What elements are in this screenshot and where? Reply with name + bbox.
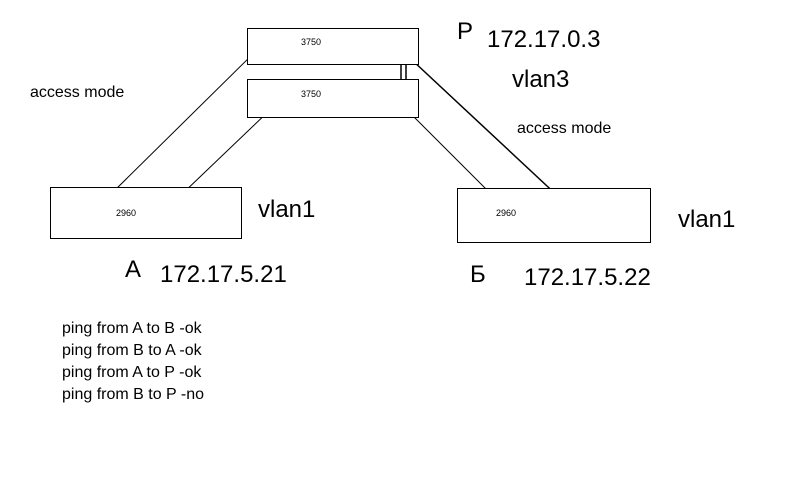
ping-results: ping from A to B -ok ping from B to A -o… [62,318,204,406]
switch-model-label: 2960 [116,208,137,218]
router-vlan: vlan3 [512,66,570,93]
host-b-ip: 172.17.5.22 [524,264,651,291]
host-a-ip: 172.17.5.21 [160,261,287,288]
link-a-to-core-top [109,44,263,196]
vlan-label-b: vlan1 [678,206,736,233]
switch-2960-a: 2960 [50,187,242,239]
host-b-letter: Б [470,261,486,288]
router-letter: P [457,18,474,45]
switch-model-label: 3750 [301,37,322,47]
switch-3750-bottom: 3750 [247,79,419,118]
ping-result-line: ping from B to P -no [62,386,204,403]
link-core-bottom-to-b [409,112,496,199]
link-core-top-to-b [411,59,563,201]
switch-model-label: 3750 [301,89,322,99]
switch-model-label: 2960 [496,208,517,218]
router-ip: 172.17.0.3 [487,26,601,53]
access-mode-left: access mode [30,84,125,101]
ping-result-line: ping from B to A -ok [62,342,202,359]
switch-3750-top: 3750 [247,28,419,65]
ping-result-line: ping from A to B -ok [62,320,202,337]
vlan-label-a: vlan1 [258,196,316,223]
ping-result-line: ping from A to P -ok [62,364,202,381]
access-mode-right: access mode [517,120,612,137]
host-a-letter: А [125,256,142,283]
switch-2960-b: 2960 [457,188,651,243]
link-a-to-core-bottom [179,107,273,197]
